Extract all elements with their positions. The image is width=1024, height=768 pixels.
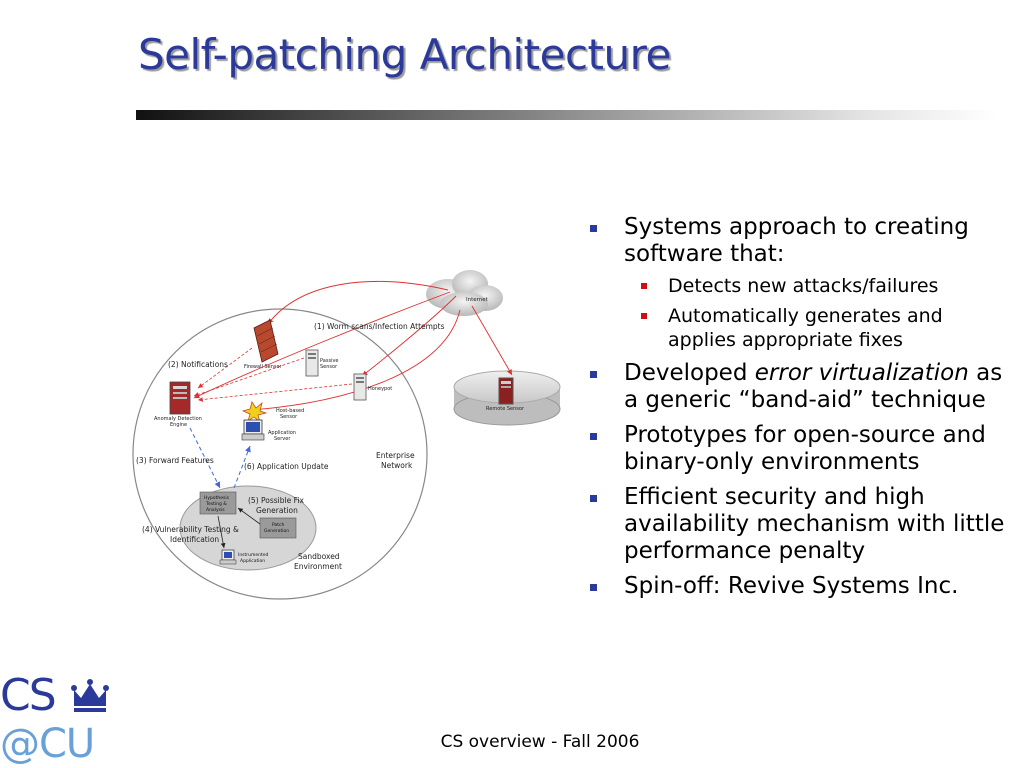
arrow-patch-hypothesis bbox=[237, 507, 261, 525]
arrow-internet-to-anomaly bbox=[193, 291, 451, 399]
bullet-text: Systems approach to creating software th… bbox=[624, 214, 969, 267]
honeypot-label: Honeypot bbox=[368, 386, 392, 392]
step-4-label-1: (4) Vulnerability Testing & bbox=[142, 525, 239, 534]
sub-bullet-list: Detects new attacks/failures Automatical… bbox=[624, 274, 1008, 352]
step-6-label: (6) Application Update bbox=[244, 462, 329, 471]
host-sensor-label-1: Host-based bbox=[276, 408, 304, 414]
bullet-emphasis: error virtualization bbox=[754, 360, 969, 386]
patch-generation-box bbox=[259, 517, 297, 539]
arrow-honeypot-to-anomaly bbox=[197, 383, 353, 402]
internet-cloud-icon bbox=[426, 270, 503, 316]
hypothesis-label-2: Testing & bbox=[205, 501, 227, 507]
patch-label-1: Patch bbox=[272, 522, 285, 528]
bullet-item: Spin-off: Revive Systems Inc. bbox=[588, 573, 1008, 600]
arrow-internet-to-honeypot bbox=[361, 295, 457, 377]
arrow-firewall-to-anomaly bbox=[197, 347, 253, 389]
instrumented-label-1: Instrumented bbox=[238, 552, 269, 558]
anomaly-engine-label-1: Anomaly Detection bbox=[154, 416, 202, 422]
bullet-item: Prototypes for open-source and binary-on… bbox=[588, 422, 1008, 476]
slide-footer: CS overview - Fall 2006 bbox=[440, 732, 640, 752]
crown-icon bbox=[71, 679, 109, 712]
arrow-internet-to-firewall bbox=[267, 281, 449, 325]
hypothesis-label-3: Analysis bbox=[206, 507, 225, 513]
title-underline bbox=[136, 110, 996, 120]
remote-sensor-label: Remote Sensor bbox=[486, 406, 525, 412]
logo-cu-text: @CU bbox=[0, 721, 95, 767]
bullet-item: Developed error virtualization as a gene… bbox=[588, 360, 1008, 414]
step-5-label-2: Generation bbox=[256, 506, 298, 515]
application-server-icon bbox=[241, 419, 265, 441]
arrow-internet-to-remote bbox=[471, 305, 513, 376]
step-5-label-1: (5) Possible Fix bbox=[248, 496, 304, 505]
step-2-label: (2) Notifications bbox=[168, 360, 228, 369]
anomaly-detection-engine-icon bbox=[169, 381, 191, 415]
app-server-label-2: Server bbox=[274, 436, 291, 442]
sub-bullet-item: Detects new attacks/failures bbox=[624, 274, 1008, 298]
internet-label: Internet bbox=[466, 297, 489, 303]
arrow-internet-to-host bbox=[251, 309, 461, 413]
bullet-text: as a generic “band-aid” technique bbox=[624, 360, 1003, 413]
remote-sensor-server-icon bbox=[498, 377, 514, 405]
sandbox-label-2: Environment bbox=[294, 562, 342, 571]
sub-bullet-item: Automatically generates and applies appr… bbox=[624, 304, 1008, 352]
slide-title: Self-patching Architecture bbox=[138, 30, 671, 79]
arrow-application-update bbox=[233, 445, 251, 489]
passive-sensor-label-1: Passive bbox=[320, 358, 339, 364]
bullet-list: Systems approach to creating software th… bbox=[588, 214, 1008, 608]
step-1-label: (1) Worm scans/Infection Attempts bbox=[314, 322, 445, 331]
instrumented-application-icon bbox=[219, 549, 237, 565]
arrow-hypothesis-instrumented bbox=[217, 515, 226, 549]
host-sensor-label-2: Sensor bbox=[280, 414, 298, 420]
step-3-label: (3) Forward Features bbox=[136, 456, 214, 465]
passive-sensor-label-2: Sensor bbox=[320, 364, 338, 370]
app-server-label-1: Application bbox=[268, 430, 296, 436]
firewall-sensor-icon bbox=[253, 319, 279, 363]
enterprise-label-2: Network bbox=[381, 461, 413, 470]
instrumented-label-2: Application bbox=[240, 558, 265, 564]
hypothesis-testing-box bbox=[199, 491, 237, 515]
sandbox-label-1: Sandboxed bbox=[298, 552, 340, 561]
anomaly-engine-label-2: Engine bbox=[170, 422, 187, 428]
firewall-sensor-label: Firewall Sensor bbox=[244, 364, 283, 370]
patch-label-2: Generation bbox=[264, 528, 289, 534]
bullet-item: Efficient security and high availability… bbox=[588, 484, 1008, 565]
architecture-diagram: Internet Remote Sensor Firewall Sensor P… bbox=[132, 270, 561, 600]
hypothesis-label-1: Hypothesis bbox=[204, 495, 230, 501]
logo-cs-text: CS bbox=[0, 670, 57, 721]
arrow-passive-to-anomaly bbox=[193, 357, 305, 397]
honeypot-icon bbox=[353, 373, 367, 401]
step-4-label-2: Identification bbox=[170, 535, 219, 544]
bullet-text: Developed bbox=[624, 360, 755, 386]
bullet-item: Systems approach to creating software th… bbox=[588, 214, 1008, 352]
enterprise-label-1: Enterprise bbox=[376, 451, 415, 460]
passive-sensor-icon bbox=[305, 349, 319, 377]
